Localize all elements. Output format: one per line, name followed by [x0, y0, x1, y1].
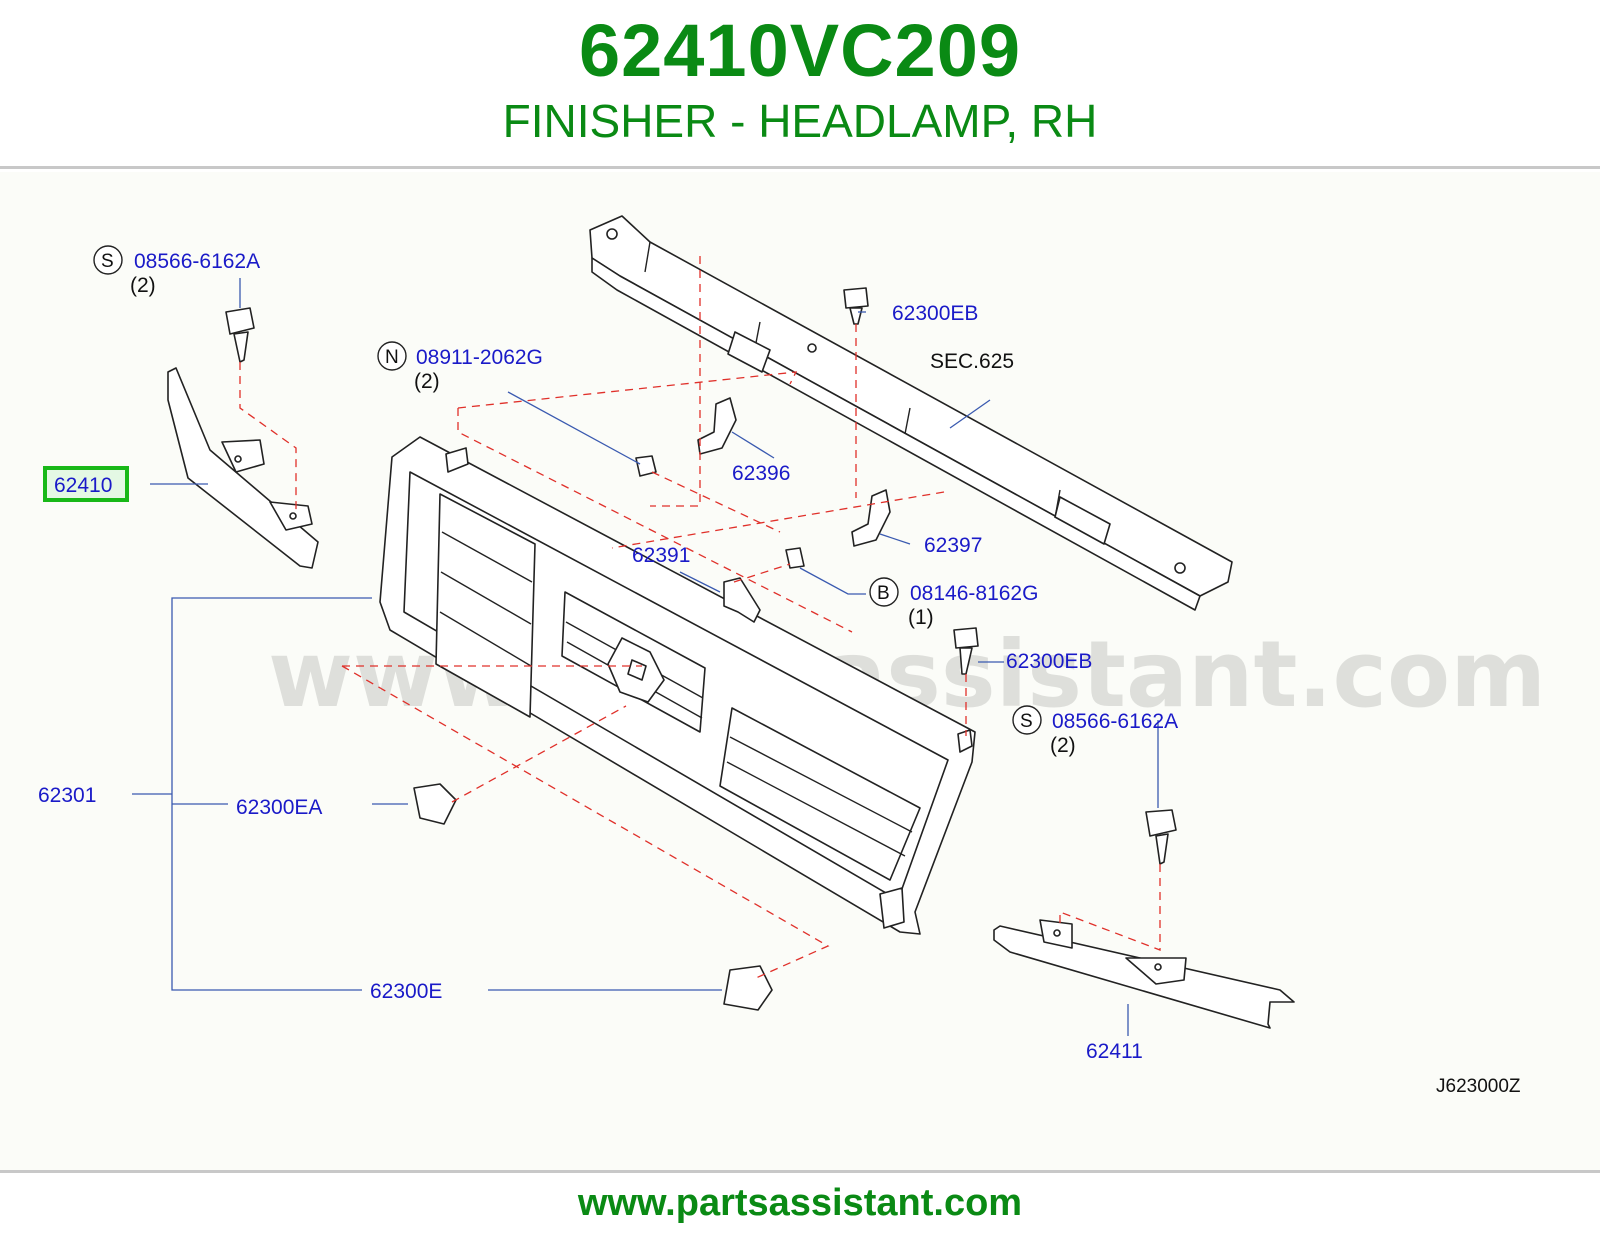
highlight-box-62410 — [43, 466, 129, 502]
nut-08911 — [635, 455, 657, 477]
symbol-circle-n — [377, 341, 407, 371]
qty-08566-right: (2) — [1050, 734, 1076, 757]
leader-lines — [132, 278, 1159, 1036]
symbol-s-left: S — [101, 251, 114, 272]
parts-diagram: www.partsassistant.com — [0, 172, 1600, 1170]
bracket-62410 — [167, 367, 319, 569]
label-62396[interactable]: 62396 — [732, 462, 790, 485]
clip-62300E — [723, 965, 773, 1011]
label-62410[interactable]: 62410 — [54, 474, 112, 497]
bracket-62396 — [697, 397, 737, 455]
figure-code: J623000Z — [1436, 1076, 1521, 1097]
label-62397[interactable]: 62397 — [924, 534, 982, 557]
label-62300EB-top[interactable]: 62300EB — [892, 302, 978, 325]
bracket-62397 — [851, 489, 891, 547]
qty-08146: (1) — [908, 606, 934, 629]
label-08146-8162G[interactable]: 08146-8162G — [910, 582, 1038, 605]
screw-08566-left — [225, 307, 255, 363]
label-62300E[interactable]: 62300E — [370, 980, 442, 1003]
clip-62300EB-mid — [953, 627, 979, 675]
bracket-62411 — [993, 919, 1295, 1029]
assembly-dash-lines — [239, 256, 1161, 979]
symbol-circle-s-left — [93, 245, 123, 275]
part-number-title: 62410VC209 — [578, 9, 1022, 92]
label-sec625[interactable]: SEC.625 — [930, 350, 1014, 373]
grille-assembly — [379, 436, 976, 935]
label-62391[interactable]: 62391 — [632, 544, 690, 567]
label-62300EB-mid[interactable]: 62300EB — [1006, 650, 1092, 673]
diagram-canvas: www.partsassistant.com — [38, 215, 1546, 1097]
screw-08566-right — [1145, 809, 1177, 865]
symbol-n: N — [385, 347, 399, 368]
symbol-b: B — [877, 583, 890, 604]
label-08911-2062G[interactable]: 08911-2062G — [416, 346, 543, 369]
clip-62300EB-top — [843, 287, 869, 325]
label-62301[interactable]: 62301 — [38, 784, 96, 807]
core-support-crossmember — [589, 215, 1233, 611]
bracket-62391 — [723, 577, 761, 623]
qty-08566-left: (2) — [130, 274, 156, 297]
header: 62410VC209 FINISHER - HEADLAMP, RH — [0, 0, 1600, 170]
symbol-s-right: S — [1020, 711, 1033, 732]
bolt-08146 — [785, 547, 805, 569]
footer-divider — [0, 1170, 1600, 1173]
footer-url[interactable]: www.partsassistant.com — [577, 1182, 1023, 1224]
symbol-circle-b — [869, 577, 899, 607]
label-62411[interactable]: 62411 — [1086, 1040, 1143, 1063]
label-62300EA[interactable]: 62300EA — [236, 796, 322, 819]
header-divider — [0, 166, 1600, 169]
clip-62300EA — [413, 783, 457, 825]
part-name-subtitle: FINISHER - HEADLAMP, RH — [502, 95, 1098, 147]
symbol-circle-s-right — [1012, 705, 1042, 735]
label-08566-6162A-right[interactable]: 08566-6162A — [1052, 710, 1178, 733]
label-08566-6162A-left[interactable]: 08566-6162A — [134, 250, 260, 273]
qty-08911: (2) — [414, 370, 440, 393]
